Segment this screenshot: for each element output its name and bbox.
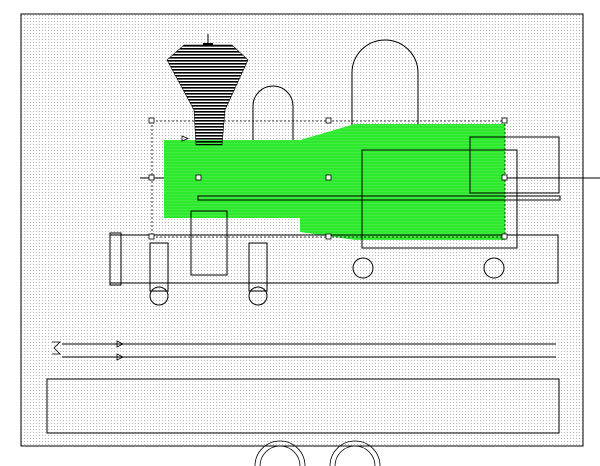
cab-window[interactable] (469, 136, 560, 194)
partial-circle-2-inner (334, 445, 376, 466)
pilot-wheel-2[interactable] (248, 286, 268, 306)
running-board[interactable] (197, 195, 561, 201)
arrow-icon (116, 353, 124, 361)
selection-handle-br[interactable] (501, 233, 508, 240)
break-symbol-icon (52, 341, 61, 355)
selection-handle-mr[interactable] (501, 174, 508, 181)
selection-handle-bl[interactable] (148, 233, 155, 240)
track-lines[interactable] (52, 340, 556, 361)
selection-handle-tr[interactable] (501, 117, 508, 124)
partial-circle-2 (329, 440, 381, 466)
selection-handle-ml[interactable] (148, 174, 155, 181)
driver-wheel-1[interactable] (352, 257, 374, 279)
arrow-icon (181, 135, 190, 142)
partial-circle-1 (254, 440, 306, 466)
pilot-wheel-support-2[interactable] (248, 242, 268, 292)
selection-box[interactable] (148, 117, 508, 240)
pilot-wheel-support-1[interactable] (149, 242, 169, 292)
selection-handle-center[interactable] (325, 174, 332, 181)
cylinder-box[interactable] (190, 210, 228, 276)
title-block[interactable] (46, 378, 560, 434)
arrow-icon (116, 340, 124, 348)
partial-circle-1-inner (259, 445, 301, 466)
selection-handle-bm[interactable] (325, 233, 332, 240)
boiler-body[interactable] (164, 124, 505, 240)
selection-handle-inner[interactable] (195, 174, 202, 181)
selection-handle-tm[interactable] (325, 117, 332, 124)
pilot-wheel-1[interactable] (149, 286, 169, 306)
smokestack[interactable] (166, 34, 249, 146)
buffer-beam[interactable] (109, 232, 122, 286)
driver-wheel-2[interactable] (483, 257, 505, 279)
selection-handle-tl[interactable] (148, 117, 155, 124)
cab-outline[interactable] (361, 149, 518, 249)
